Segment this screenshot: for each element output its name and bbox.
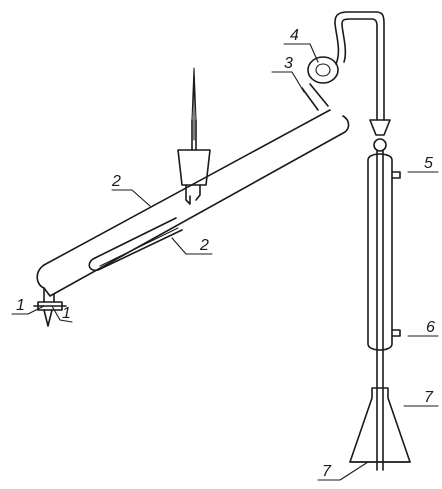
receiving-flask (349, 387, 411, 463)
condenser-inner-tube (376, 149, 384, 471)
gooseneck-tube (334, 11, 385, 121)
condenser-jacket (367, 153, 401, 351)
main-inclined-tube (36, 109, 350, 297)
callout-2a: 2 (111, 173, 121, 190)
condenser-adapter (369, 119, 391, 152)
inner-tube (88, 217, 183, 272)
callout-3: 3 (284, 55, 293, 72)
callout-1a: 1 (16, 297, 25, 314)
callout-2b: 2 (199, 237, 209, 254)
vertical-inlet (177, 67, 211, 205)
callout-4: 4 (290, 27, 299, 44)
callout-7b: 7 (322, 463, 332, 480)
callout-labels: 1 1 2 2 3 4 5 6 7 7 (16, 27, 435, 480)
leader-lines (11, 43, 439, 481)
side-arm (301, 83, 329, 111)
callout-1b: 1 (62, 305, 71, 322)
callout-5: 5 (424, 155, 433, 172)
callout-6: 6 (426, 319, 435, 336)
callout-7a: 7 (424, 389, 434, 406)
bulb (307, 56, 339, 84)
drain-stopcock (33, 287, 67, 327)
